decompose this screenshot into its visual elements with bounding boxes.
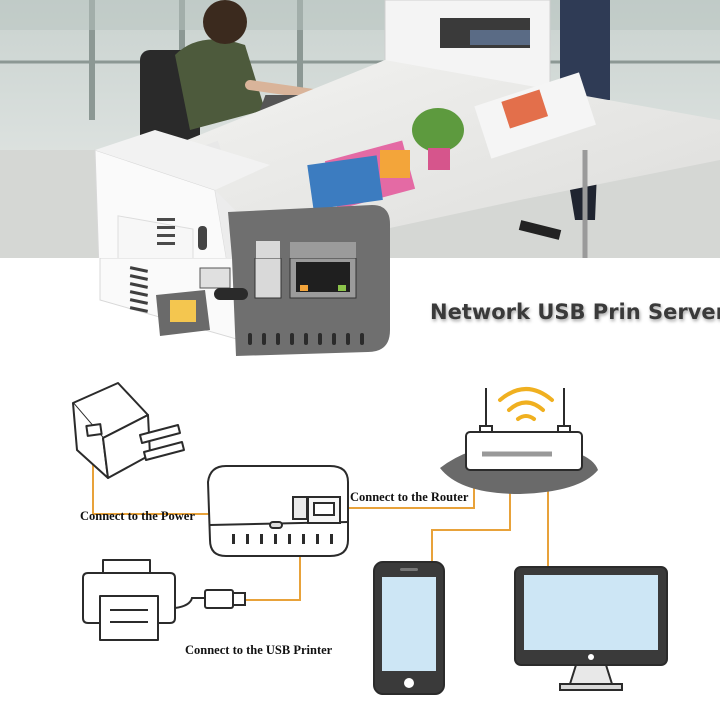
- router-antenna-bases: [479, 425, 571, 433]
- product-headline: Network USB Prin Server: [430, 300, 720, 324]
- print-server-product-lower: [99, 258, 390, 356]
- print-server-icon: [206, 465, 349, 557]
- smartphone-icon: [373, 561, 445, 695]
- desktop-monitor-icon: [514, 566, 668, 691]
- router-icon: [440, 388, 598, 494]
- label-connect-router: Connect to the Router: [350, 490, 469, 504]
- power-adapter-icon: [72, 382, 185, 479]
- printer-icon: [82, 559, 176, 641]
- print-server-product: [94, 130, 390, 258]
- phone-cable: [431, 478, 511, 562]
- label-connect-power: Connect to the Power: [80, 509, 195, 523]
- wifi-icon: [498, 387, 554, 421]
- label-connect-printer: Connect to the USB Printer: [185, 643, 333, 657]
- usb-cable-icon: [174, 589, 246, 609]
- connection-diagram: [72, 258, 668, 695]
- office-product-photo: [0, 0, 720, 258]
